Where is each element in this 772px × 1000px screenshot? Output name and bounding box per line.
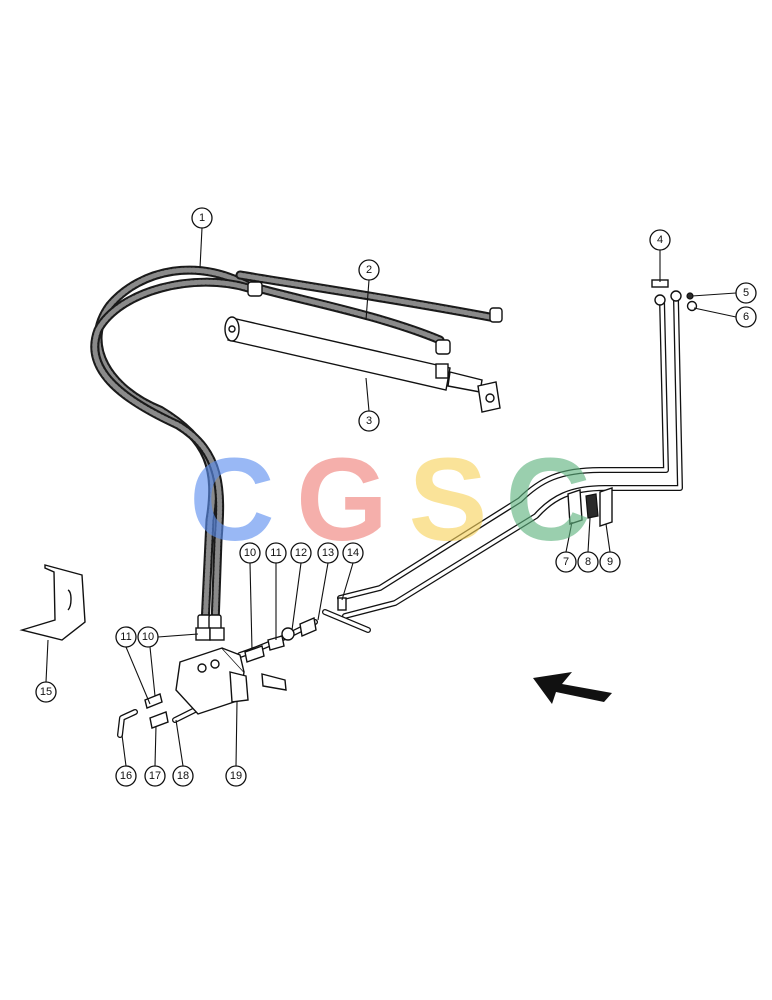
callout-12: 12 bbox=[290, 542, 312, 564]
svg-text:9: 9 bbox=[607, 556, 613, 568]
svg-text:15: 15 bbox=[40, 686, 52, 698]
svg-text:17: 17 bbox=[149, 770, 161, 782]
direction-arrow bbox=[533, 672, 612, 704]
svg-text:6: 6 bbox=[743, 311, 749, 323]
callout-16: 16 bbox=[115, 765, 137, 787]
callout-4: 4 bbox=[649, 229, 671, 251]
cgsc-watermark: C G S C bbox=[189, 434, 590, 566]
valve-fittings bbox=[144, 597, 347, 729]
svg-text:3: 3 bbox=[366, 415, 372, 427]
callout-5: 5 bbox=[735, 282, 757, 304]
callout-8: 8 bbox=[577, 551, 599, 573]
svg-text:5: 5 bbox=[743, 287, 749, 299]
svg-text:10: 10 bbox=[142, 631, 154, 643]
callout-17: 17 bbox=[144, 765, 166, 787]
watermark-letter-3: S bbox=[409, 434, 488, 566]
callout-6: 6 bbox=[735, 306, 757, 328]
svg-text:10: 10 bbox=[244, 547, 256, 559]
callout-7: 7 bbox=[555, 551, 577, 573]
callout-18: 18 bbox=[172, 765, 194, 787]
callout-11-upper: 11 bbox=[265, 542, 287, 564]
svg-text:2: 2 bbox=[366, 264, 372, 276]
svg-text:11: 11 bbox=[270, 547, 281, 559]
svg-text:12: 12 bbox=[295, 547, 307, 559]
mounting-bracket bbox=[19, 564, 86, 641]
svg-text:11: 11 bbox=[120, 631, 131, 643]
callout-15: 15 bbox=[35, 681, 57, 703]
callout-13: 13 bbox=[317, 542, 339, 564]
callout-9: 9 bbox=[599, 551, 621, 573]
svg-text:19: 19 bbox=[230, 770, 242, 782]
watermark-letter-4: C bbox=[505, 434, 590, 566]
callout-1: 1 bbox=[191, 207, 213, 229]
callout-2: 2 bbox=[358, 259, 380, 281]
svg-text:7: 7 bbox=[563, 556, 569, 568]
svg-text:1: 1 bbox=[199, 212, 205, 224]
callout-10-upper: 10 bbox=[239, 542, 261, 564]
svg-text:8: 8 bbox=[585, 556, 591, 568]
svg-text:18: 18 bbox=[177, 770, 189, 782]
hydraulic-cylinder bbox=[224, 316, 501, 413]
callout-19: 19 bbox=[225, 765, 247, 787]
callout-3: 3 bbox=[358, 410, 380, 432]
watermark-letter-2: G bbox=[296, 434, 388, 566]
callout-11-lower: 11 bbox=[115, 626, 137, 648]
svg-text:13: 13 bbox=[322, 547, 334, 559]
pipe-clamps bbox=[567, 487, 613, 527]
callout-10-lower: 10 bbox=[137, 626, 159, 648]
control-valve bbox=[175, 647, 287, 715]
svg-text:16: 16 bbox=[120, 770, 132, 782]
fittings-top-right bbox=[651, 279, 698, 312]
leader-lines bbox=[45, 227, 737, 767]
callout-14: 14 bbox=[342, 542, 364, 564]
svg-text:4: 4 bbox=[657, 234, 663, 246]
svg-text:14: 14 bbox=[347, 547, 359, 559]
watermark-letter-1: C bbox=[189, 434, 274, 566]
